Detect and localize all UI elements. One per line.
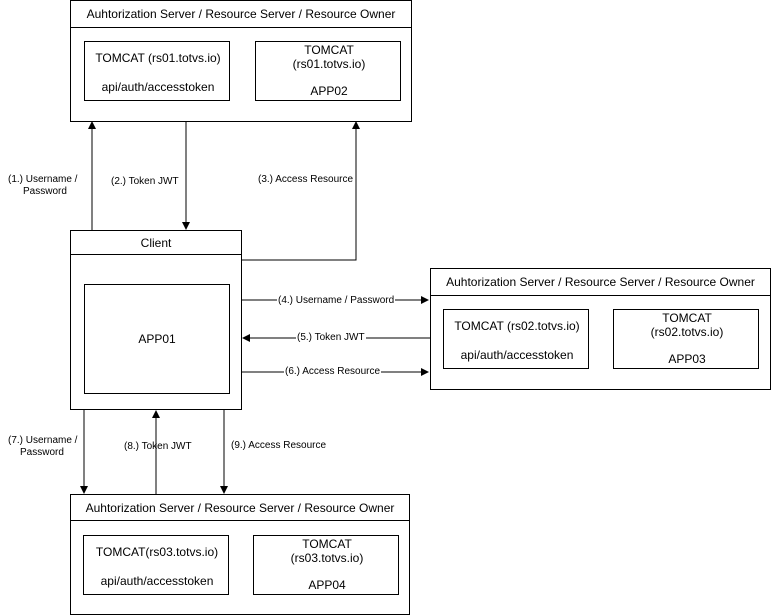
tomcat-rs03-label: TOMCAT(rs03.totvs.io): [95, 545, 219, 559]
edge-4-label: (4.) Username / Password: [277, 295, 396, 307]
tomcat-rs02-auth-box: TOMCAT (rs02.totvs.io) api/auth/accessto…: [443, 309, 589, 369]
tomcat-host-label: (rs03.totvs.io): [290, 551, 364, 565]
app02-box: TOMCAT (rs01.totvs.io) APP02: [255, 41, 401, 101]
tomcat-label: TOMCAT: [302, 537, 352, 551]
auth-server-1: Auhtorization Server / Resource Server /…: [70, 0, 412, 122]
accesstoken-endpoint-label: api/auth/accesstoken: [100, 574, 214, 588]
edge-8-label: (8.) Token JWT: [124, 441, 192, 452]
app03-label: APP03: [668, 352, 706, 366]
edge-7-label-line2: Password: [20, 447, 64, 458]
client-title: Client: [71, 231, 241, 255]
app04-label: APP04: [308, 578, 346, 592]
tomcat-label: TOMCAT: [662, 311, 712, 325]
auth-server-3-title: Auhtorization Server / Resource Server /…: [71, 495, 409, 521]
tomcat-label: TOMCAT: [304, 43, 354, 57]
edge-2-label: (2.) Token JWT: [111, 176, 179, 187]
accesstoken-endpoint-label: api/auth/accesstoken: [460, 348, 574, 362]
app03-box: TOMCAT (rs02.totvs.io) APP03: [613, 309, 759, 369]
edge-3-label: (3.) Access Resource: [258, 174, 354, 185]
auth-server-2: Auhtorization Server / Resource Server /…: [430, 268, 771, 390]
app01-label: APP01: [138, 332, 176, 346]
tomcat-rs02-label: TOMCAT (rs02.totvs.io): [454, 319, 580, 333]
edge-1-label-line1: (1.) Username /: [8, 174, 78, 185]
tomcat-rs01-label: TOMCAT (rs01.totvs.io): [95, 51, 221, 65]
tomcat-rs01-auth-box: TOMCAT (rs01.totvs.io) api/auth/accessto…: [84, 41, 230, 101]
edge-6-label: (6.) Access Resource: [284, 366, 382, 378]
app02-label: APP02: [310, 84, 348, 98]
edge-7-label-line1: (7.) Username /: [8, 435, 78, 446]
edge-1-label-line2: Password: [23, 186, 67, 197]
auth-server-1-title: Auhtorization Server / Resource Server /…: [71, 1, 411, 28]
auth-server-3: Auhtorization Server / Resource Server /…: [70, 494, 410, 615]
app01-box: APP01: [84, 284, 230, 394]
tomcat-rs03-auth-box: TOMCAT(rs03.totvs.io) api/auth/accesstok…: [83, 535, 229, 595]
edge-9-label: (9.) Access Resource: [231, 440, 327, 451]
app04-box: TOMCAT (rs03.totvs.io) APP04: [253, 535, 399, 595]
client-box: Client APP01: [70, 230, 242, 410]
accesstoken-endpoint-label: api/auth/accesstoken: [101, 80, 215, 94]
tomcat-host-label: (rs01.totvs.io): [292, 57, 366, 71]
auth-server-2-title: Auhtorization Server / Resource Server /…: [431, 269, 770, 296]
tomcat-host-label: (rs02.totvs.io): [650, 325, 724, 339]
edge-5-label: (5.) Token JWT: [296, 332, 366, 344]
edge-3-line: [242, 121, 360, 261]
